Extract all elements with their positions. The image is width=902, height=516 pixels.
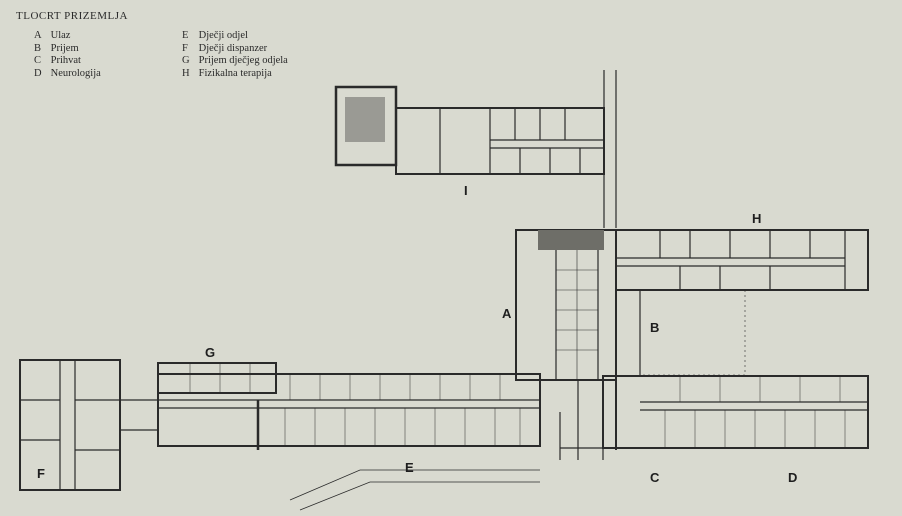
legend-item-g: G Prijem dječjeg odjela <box>182 55 288 66</box>
legend-item-h: H Fizikalna terapija <box>182 67 272 79</box>
wing-cd <box>559 375 869 460</box>
legend-item-e: E Dječji odjel <box>182 30 248 41</box>
plan-label-c: C <box>650 470 660 485</box>
wing-e <box>157 373 578 450</box>
plan-label-b: B <box>650 320 659 335</box>
plan-label-e: E <box>405 460 414 475</box>
plan-label-i: I <box>464 183 468 198</box>
legend-item-b: B Prijem <box>34 42 79 54</box>
legend-item-d: D Neurologija <box>34 67 101 79</box>
legend-right: E Dječji odjel F Dječji dispanzer G Prij… <box>182 30 288 80</box>
legend-item-c: C Prihvat <box>34 55 81 66</box>
plan-label-g: G <box>205 345 215 360</box>
plan-title: TLOCRT PRIZEMLJA <box>16 10 128 22</box>
wing-i <box>334 85 605 175</box>
wing-a <box>515 229 617 460</box>
plan-label-h: H <box>752 211 761 226</box>
plan-label-a: A <box>502 306 512 321</box>
plan-label-f: F <box>37 466 45 481</box>
wing-g <box>157 362 277 394</box>
wing-f <box>19 359 158 491</box>
legend-item-f: F Dječji dispanzer <box>182 42 268 54</box>
legend-item-a: A Ulaz <box>34 30 71 41</box>
wing-h <box>615 229 869 376</box>
room-dividers <box>189 363 846 448</box>
plan-label-d: D <box>788 470 797 485</box>
legend-left: A Ulaz B Prijem C Prihvat D Neurologija <box>34 30 101 80</box>
